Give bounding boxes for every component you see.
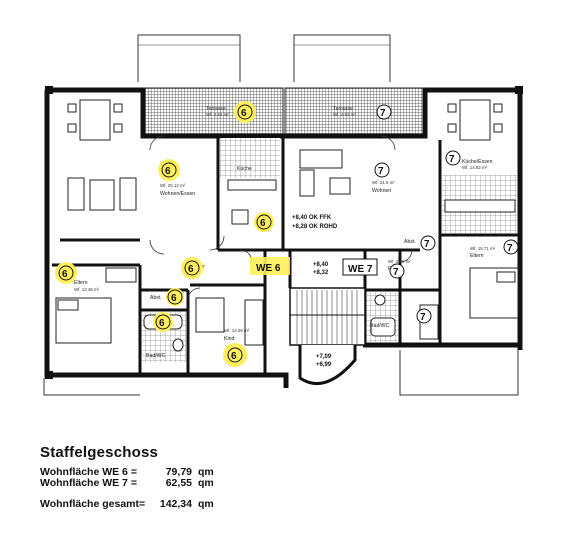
kitchen-counters: [227, 179, 516, 225]
area-unit-we7: qm: [198, 477, 214, 489]
stair-core: [289, 287, 366, 386]
area-row-we7: Wohnfläche WE 7 = 62,55 qm: [40, 478, 360, 489]
svg-text:7: 7: [380, 108, 386, 119]
marker-6-abst: 6: [166, 288, 184, 306]
svg-text:7: 7: [378, 166, 384, 177]
marker-6-wohnen: 6: [158, 159, 180, 181]
plan-title: Staffelgeschoss: [40, 444, 159, 461]
upper-balconies: [137, 34, 391, 82]
area-row-we6: Wohnfläche WE 6 = 79,79 qm: [40, 467, 360, 478]
unit-7-markers: 7 7 7 7 7 7 7: [374, 104, 519, 324]
svg-text:6: 6: [241, 108, 247, 119]
marker-6-eltern: 6: [55, 262, 77, 284]
marker-7-bad: 7: [416, 308, 432, 324]
marker-7-abst: 7: [420, 235, 436, 251]
area-value-we6: 79,79: [165, 466, 192, 478]
level-stair-top: +8,40: [313, 262, 329, 268]
area-row-total: Wohnfläche gesamt= 142,34 qm: [40, 499, 360, 510]
room-wohnen-right-area-top: Wf. 21.5 m²: [372, 180, 395, 185]
level-stair-top-2: +8,32: [313, 270, 329, 276]
room-wohnen-right-name: Wohnen: [372, 188, 391, 194]
marker-7-kueche: 7: [445, 150, 461, 166]
level-markers: +8,40 OK FFK +8,28 OK ROHD +8,40 +8,32 +…: [292, 215, 338, 368]
room-bad-right-name: Bad/WC: [370, 323, 390, 329]
room-eltern-right-name: Eltern: [470, 253, 484, 259]
svg-text:7: 7: [507, 243, 513, 254]
balcony-lower-right: [399, 350, 519, 396]
marker-6-terrace: 6: [234, 101, 256, 123]
level-stair-bottom-2: +6,99: [316, 362, 332, 368]
door-swings: [149, 135, 413, 301]
svg-text:6: 6: [159, 318, 165, 329]
area-value-total: 142,34: [159, 498, 192, 510]
room-terrace-right-name: Terrasse: [333, 106, 353, 112]
level-ok-ffk: +8,40 OK FFK: [292, 215, 332, 221]
room-terrace-left-name: Terrasse: [206, 106, 226, 112]
marker-7-terrace: 7: [376, 104, 392, 120]
room-kueche-essen-right-name: Küche/Essen: [462, 159, 493, 165]
unit-tags: WE 6 WE 7: [250, 257, 378, 276]
svg-text:6: 6: [188, 264, 194, 275]
svg-text:6: 6: [62, 269, 68, 280]
svg-text:7: 7: [424, 239, 430, 250]
kitchen-left-floor: [220, 138, 280, 178]
area-label-total: Wohnfläche gesamt=: [40, 498, 146, 510]
room-abst-right-name: Abst.: [404, 239, 416, 245]
svg-text:6: 6: [165, 166, 171, 177]
room-kueche-left-name: Küche: [237, 166, 252, 172]
unit-6-markers: 6 6 6 6 6 6 6: [55, 101, 274, 367]
marker-7-eltern: 7: [503, 239, 519, 255]
svg-text:7: 7: [420, 312, 426, 323]
svg-text:7: 7: [393, 267, 399, 278]
interior-walls: [52, 136, 520, 375]
room-abst-left-name: Abst.: [150, 295, 162, 301]
level-ok-rohd: +8,28 OK ROHD: [292, 224, 338, 230]
level-stair-bottom: +7,09: [316, 354, 332, 360]
tag-we7: WE 7: [348, 264, 373, 275]
room-wohnen-essen-area-top: Wf. 25.12 m²: [160, 183, 186, 188]
room-eltern-left-name: Eltern: [74, 280, 88, 286]
room-terrace-right-area: Wf. 4.53 m²: [333, 112, 356, 117]
svg-text:6: 6: [231, 351, 237, 362]
outer-walls-fill: [45, 86, 523, 379]
room-flur-right-area: Wf. 3.26 m²: [388, 259, 411, 264]
area-unit-total: qm: [198, 498, 214, 510]
room-kind-left-name: Kind: [224, 336, 234, 342]
area-label-we7: Wohnfläche WE 7 =: [40, 477, 137, 489]
room-kueche-essen-right-area: Wf. 14.82 m²: [462, 165, 488, 170]
balcony-lower-left: [43, 378, 140, 396]
marker-6-kueche: 6: [254, 212, 274, 232]
marker-6-kind: 6: [223, 343, 247, 367]
terrace-left: [142, 87, 284, 137]
room-kind-left-area: Wf. 14.09 m²: [224, 328, 250, 333]
room-bad-left-name: Bad/WC: [146, 353, 166, 359]
svg-text:7: 7: [449, 154, 455, 165]
room-wohnen-essen-name: Wohnen/Essen: [160, 191, 195, 197]
svg-text:6: 6: [171, 293, 177, 304]
room-terrace-left-area: Wf. 4.52 m²: [206, 112, 229, 117]
marker-6-flur: 6: [181, 257, 203, 279]
tag-we6: WE 6: [256, 263, 281, 274]
room-eltern-left-area: Wf. 13.46 m²: [74, 287, 100, 292]
room-eltern-right-area: Wf. 15.71 m²: [470, 246, 496, 251]
marker-7-flur: 7: [389, 263, 405, 279]
marker-6-bad: 6: [153, 312, 173, 332]
area-value-we7: 62,55: [165, 477, 192, 489]
area-unit-we6: qm: [198, 466, 214, 478]
area-summary: Staffelgeschoss Wohnfläche WE 6 = 79,79 qm…: [40, 444, 360, 510]
svg-text:6: 6: [260, 218, 266, 229]
area-label-we6: Wohnfläche WE 6 =: [40, 466, 137, 478]
marker-7-wohnen: 7: [374, 162, 390, 178]
